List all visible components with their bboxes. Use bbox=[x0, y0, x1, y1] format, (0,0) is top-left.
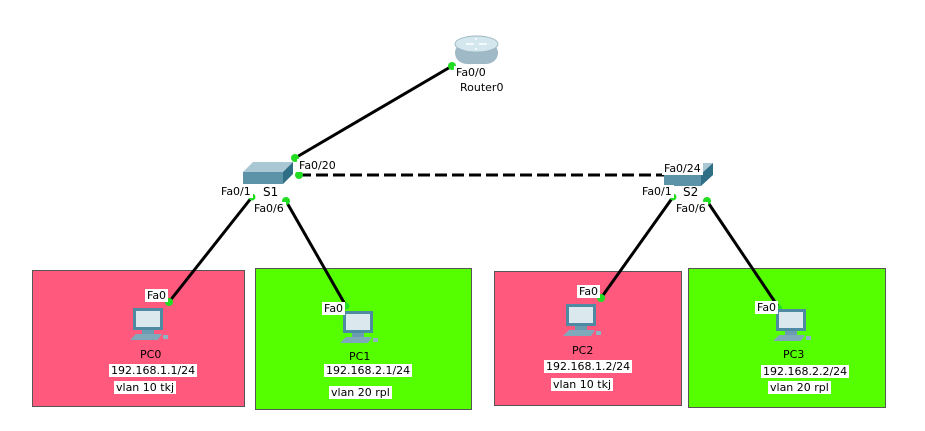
pc0-port: Fa0 bbox=[145, 289, 169, 302]
pc0-icon[interactable] bbox=[130, 308, 168, 340]
s1-port-fa0-20: Fa0/20 bbox=[297, 159, 338, 172]
s2-name: S2 bbox=[683, 185, 699, 199]
pc0-ip: 192.168.1.1/24 bbox=[109, 364, 198, 377]
pc1-name: PC1 bbox=[349, 350, 371, 363]
pc2-ip: 192.168.1.2/24 bbox=[544, 360, 633, 373]
link-s1-pc0[interactable] bbox=[167, 196, 254, 303]
pc2-vlan: vlan 10 tkj bbox=[551, 378, 614, 391]
pc1-icon[interactable] bbox=[340, 311, 378, 343]
pc2-port: Fa0 bbox=[577, 285, 601, 298]
switch-s1-icon[interactable] bbox=[243, 162, 293, 184]
s1-name: S1 bbox=[263, 185, 279, 199]
pc2-name: PC2 bbox=[572, 344, 594, 357]
router-icon[interactable] bbox=[454, 35, 499, 64]
router-port-label: Fa0/0 bbox=[454, 66, 488, 79]
pc3-name: PC3 bbox=[783, 348, 805, 361]
link-s1-pc1[interactable] bbox=[284, 200, 348, 307]
pc3-ip: 192.168.2.2/24 bbox=[761, 365, 850, 378]
pc3-vlan: vlan 20 rpl bbox=[768, 381, 831, 394]
s1-port-fa0-6: Fa0/6 bbox=[252, 202, 286, 215]
pc0-vlan: vlan 10 tkj bbox=[114, 381, 177, 394]
pc1-ip: 192.168.2.1/24 bbox=[324, 364, 413, 377]
pc2-icon[interactable] bbox=[563, 304, 601, 336]
s2-port-fa0-24: Fa0/24 bbox=[662, 162, 703, 175]
s2-port-fa0-1: Fa0/1 bbox=[640, 185, 674, 198]
pc1-vlan: vlan 20 rpl bbox=[329, 386, 392, 399]
pc3-port: Fa0 bbox=[755, 301, 779, 314]
link-s2-pc3[interactable] bbox=[705, 200, 781, 309]
pc3-icon[interactable] bbox=[773, 309, 811, 341]
link-s2-pc2[interactable] bbox=[599, 196, 675, 299]
s2-port-fa0-6: Fa0/6 bbox=[674, 202, 708, 215]
link-router-s1[interactable] bbox=[294, 64, 453, 160]
router-name: Router0 bbox=[460, 81, 504, 94]
s1-port-fa0-1: Fa0/1 bbox=[219, 185, 253, 198]
pc0-name: PC0 bbox=[140, 348, 162, 361]
pc1-port: Fa0 bbox=[322, 302, 346, 315]
